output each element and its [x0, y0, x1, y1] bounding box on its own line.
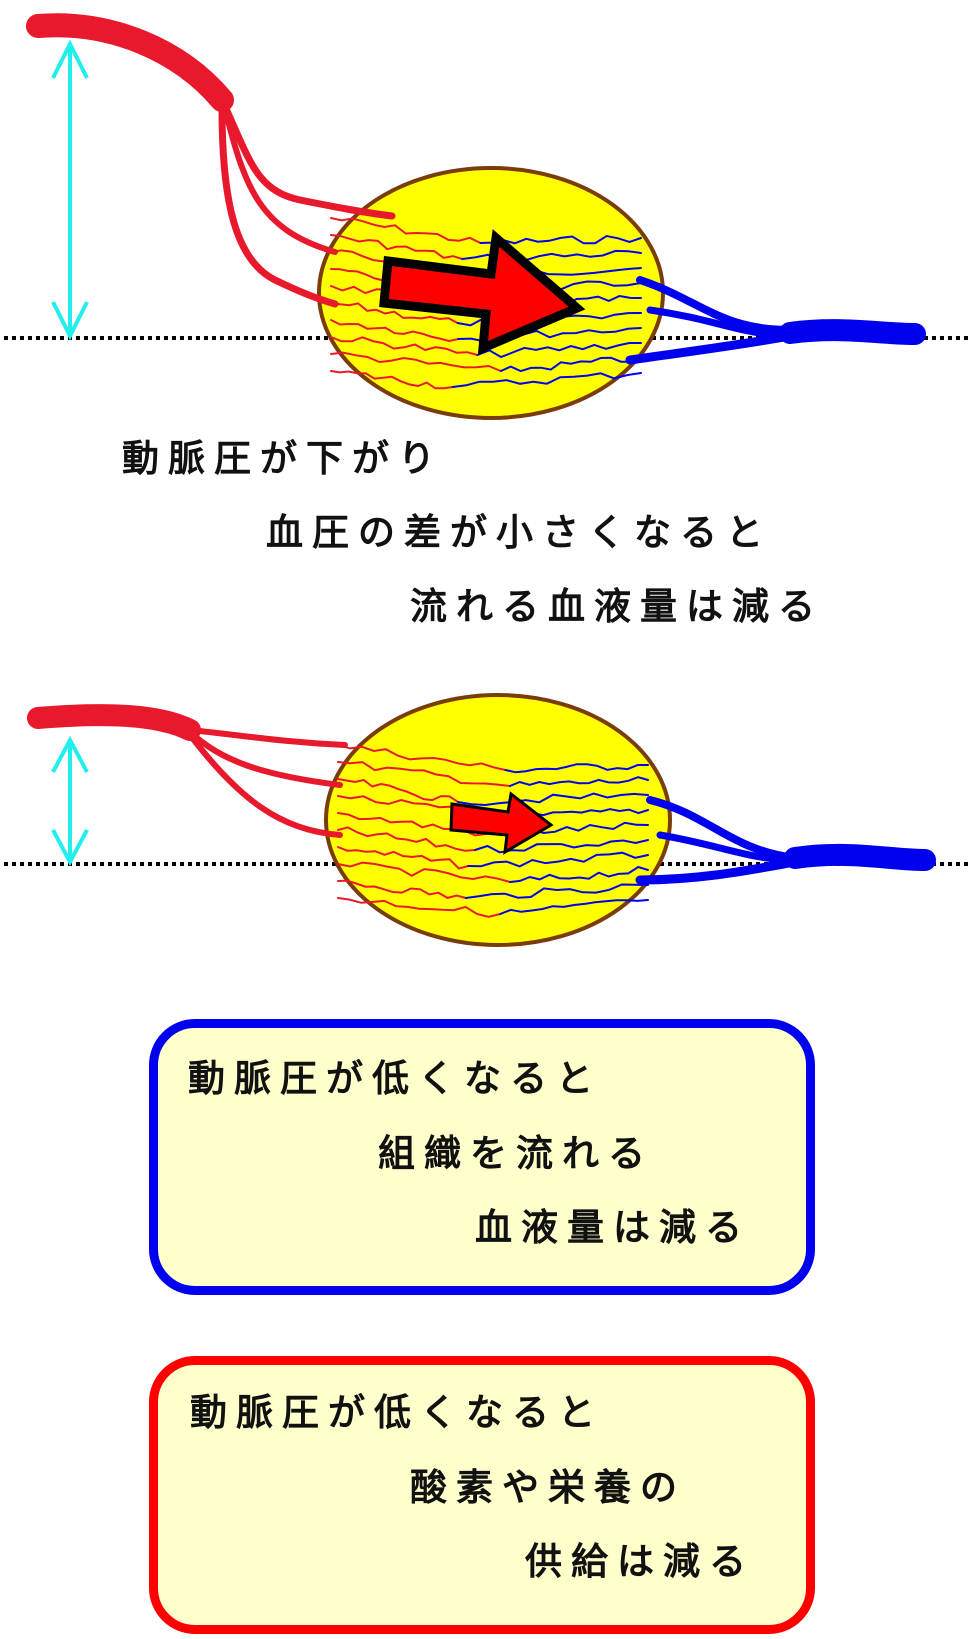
capillary-arterial: [330, 319, 460, 343]
capillary-arterial: [330, 370, 454, 390]
oxygen-line-2: 酸素や栄養の: [410, 1466, 686, 1509]
flow-arrow-large: [379, 229, 586, 356]
vein-branch: [636, 276, 794, 334]
capillary-venous: [508, 776, 649, 787]
diagram-low-pressure: [4, 693, 968, 947]
artery-branch: [187, 732, 343, 838]
capillary-venous: [476, 342, 642, 359]
capillary-arterial: [337, 897, 502, 918]
capillary-venous: [457, 792, 649, 807]
capillary-arterial: [337, 744, 507, 771]
vein-branch: [646, 796, 799, 862]
vein-branch: [656, 831, 799, 864]
caption-line-1: 動脈圧が下がり: [122, 437, 444, 480]
flow-arrow-small: [449, 791, 554, 855]
artery-branch: [187, 727, 348, 748]
capillary-arterial: [330, 336, 479, 356]
caption-line-3: 流れる血液量は減る: [410, 585, 824, 628]
capillary-venous: [509, 865, 649, 883]
artery-branch: [221, 102, 338, 255]
oxygen-line-3: 供給は減る: [525, 1540, 755, 1583]
artery-main: [26, 13, 234, 112]
vein-branch: [625, 331, 795, 365]
capillary-arterial: [337, 778, 459, 803]
artery-branch: [218, 96, 396, 220]
capillary-venous: [464, 883, 649, 899]
capillary-arterial: [337, 846, 470, 870]
capillary-arterial: [337, 879, 467, 899]
blood-flow-line-3: 血液量は減る: [475, 1206, 751, 1249]
blood-flow-line-1: 動脈圧が低くなると: [188, 1057, 602, 1100]
capillary-venous: [467, 851, 649, 868]
pressure-difference-arrow: [51, 39, 89, 341]
oxygen-supply-box: [149, 1356, 815, 1634]
capillary-arterial: [330, 302, 459, 324]
capillary-arterial: [337, 861, 512, 883]
capillary-arterial: [330, 234, 464, 260]
capillary-venous: [479, 234, 642, 245]
vein-main: [784, 843, 936, 871]
blood-flow-box: [149, 1019, 815, 1295]
pressure-difference-arrow: [51, 735, 89, 867]
capillary-arterial: [330, 351, 502, 372]
capillary-venous: [451, 372, 642, 388]
artery-main: [27, 704, 201, 741]
artery-branch: [218, 104, 339, 308]
diagram-high-pressure: [4, 13, 968, 420]
caption-line-2: 血圧の差が小さくなると: [266, 511, 772, 554]
vein-branch: [635, 857, 800, 885]
capillary-arterial: [330, 217, 482, 244]
capillary-venous: [504, 763, 649, 774]
oxygen-line-1: 動脈圧が低くなると: [190, 1391, 604, 1434]
vein-main: [779, 319, 926, 345]
vessels: [27, 704, 936, 885]
capillary-venous: [499, 356, 642, 373]
capillary-venous: [499, 899, 649, 915]
artery-branch: [187, 729, 343, 788]
blood-flow-line-2: 組織を流れる: [378, 1132, 654, 1175]
capillary-arterial: [337, 826, 476, 852]
vessels: [26, 13, 926, 365]
capillary-arterial: [337, 761, 511, 787]
